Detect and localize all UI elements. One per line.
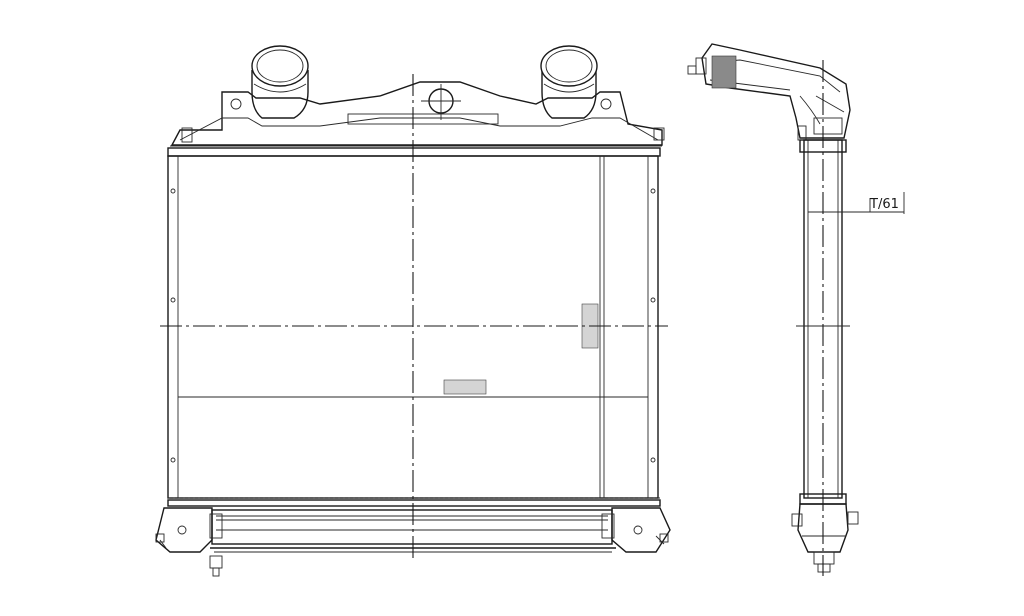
side-bottom-outlet: [791, 503, 859, 573]
front-view: [155, 45, 671, 577]
side-label-patch: [711, 55, 737, 89]
center-mark: [421, 84, 461, 120]
pipe-right: [540, 45, 598, 119]
side-dimension-label: T/61: [869, 197, 899, 212]
pipe-left: [251, 45, 309, 119]
label-patch-horizontal: [443, 379, 487, 395]
top-tank: [170, 81, 665, 147]
side-view: T/61: [687, 43, 905, 576]
side-dimension: T/61: [808, 192, 905, 214]
side-inlet-pipe: [687, 43, 851, 141]
bottom-header: [167, 497, 661, 507]
top-header: [167, 147, 661, 157]
